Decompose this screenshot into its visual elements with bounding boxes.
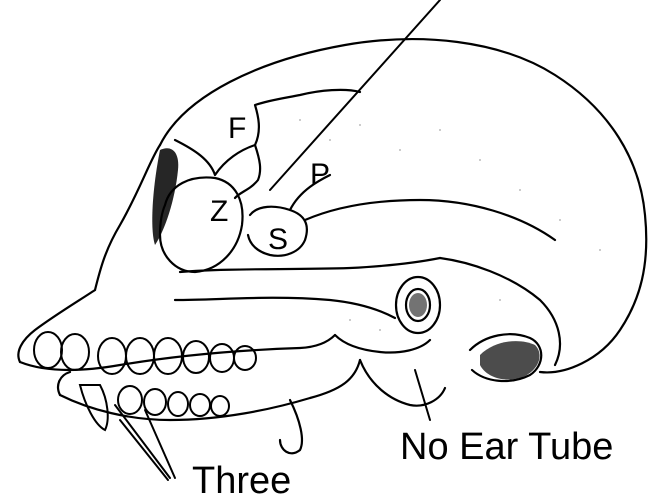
upper-jaw-outline	[20, 335, 335, 370]
frontal-suture	[175, 90, 360, 175]
zygomatic-arch	[175, 298, 395, 318]
lower-teeth	[80, 385, 229, 430]
snout-outline	[18, 290, 95, 362]
label-zygomatic: Z	[210, 197, 228, 227]
label-sphenoid: S	[268, 225, 288, 255]
cranium-outline	[160, 39, 646, 372]
teeth-pointer-3	[120, 420, 168, 480]
shading	[152, 148, 539, 379]
caption-no-ear-tube: No Ear Tube	[400, 428, 613, 466]
stipple-texture	[299, 119, 601, 331]
nasal-shading	[152, 148, 178, 245]
brow-ridge	[95, 145, 160, 290]
parietal-suture	[305, 200, 555, 240]
mandible-outline	[60, 360, 360, 420]
teeth-pointer-1	[115, 405, 170, 478]
ear-pointer	[415, 370, 430, 420]
label-frontal: F	[228, 114, 246, 144]
caption-three: Three	[192, 462, 291, 500]
label-parietal: P	[310, 160, 330, 190]
